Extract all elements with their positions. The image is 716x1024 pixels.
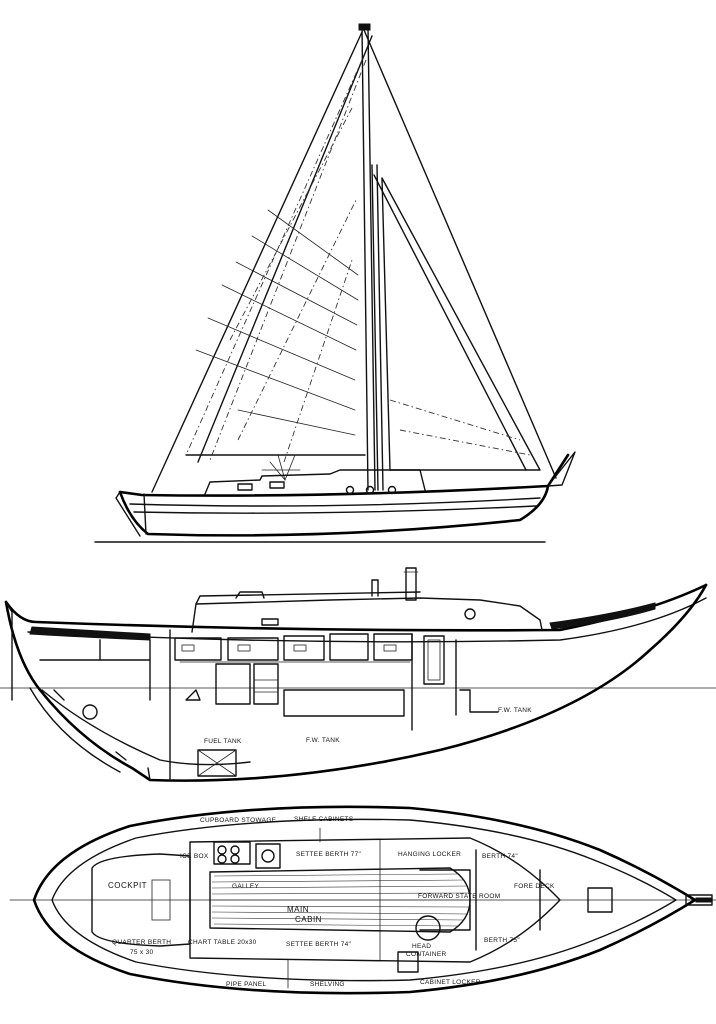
- running-backstay: [197, 35, 373, 463]
- rub-strake-aft: [29, 626, 151, 641]
- mainmast: [358, 23, 376, 491]
- pipe-panel-label: PIPE PANEL: [226, 981, 267, 988]
- aft-cockpit: [39, 639, 151, 701]
- shelf-cabinets-label: SHELF CABINETS: [294, 816, 354, 823]
- hanging-locker-label: HANGING LOCKER: [398, 851, 461, 858]
- berth-bottom-fwd-label: BERTH 75": [484, 937, 520, 944]
- sail-plan: [94, 23, 576, 543]
- chart-table-label: CHART TABLE 20x30: [188, 939, 257, 946]
- sail-plan-hull: [115, 451, 576, 537]
- fuel-tank-label: FUEL TANK: [204, 738, 242, 745]
- sheer-line: [4, 583, 708, 632]
- quarter-berth-label: QUARTER BERTH: [112, 939, 171, 946]
- fw-tank-fwd-label: F.W. TANK: [498, 707, 532, 714]
- cabinet-locker-label: CABINET LOCKER: [420, 979, 481, 986]
- cockpit-label: COCKPIT: [108, 881, 147, 890]
- cabin-house: [191, 597, 543, 633]
- interior-cabinetry: [169, 629, 499, 781]
- fw-tank-label: F.W. TANK: [306, 737, 340, 744]
- head-label-2: CONTAINER: [406, 951, 447, 958]
- jib-sail: [381, 177, 541, 471]
- accommodation-plan: CUPBOARD STOWAGE SHELF CABINETS ICE BOX …: [9, 805, 716, 995]
- cupboard-stowage-label: CUPBOARD STOWAGE: [200, 817, 277, 824]
- fore-deck-label: FORE DECK: [514, 883, 555, 890]
- profile-hull-bottom: [4, 583, 708, 782]
- propeller: [82, 704, 98, 720]
- head-label: HEAD: [412, 943, 431, 950]
- main-cabin-label-2: CABIN: [295, 915, 322, 924]
- forward-stateroom-label: FORWARD STATE ROOM: [418, 893, 500, 900]
- berth-top-fwd-label: BERTH 74": [482, 853, 518, 860]
- deck-outline: [32, 805, 697, 995]
- ice-box-label: ICE BOX: [180, 853, 209, 860]
- main-cabin-label: MAIN: [287, 905, 309, 914]
- cabin-outline: [189, 837, 561, 963]
- backstay: [151, 31, 363, 493]
- head-toilet: [415, 915, 441, 941]
- rub-strake-fwd: [549, 602, 656, 630]
- cabin-sole: [209, 867, 471, 933]
- mizzen-mast: [371, 164, 384, 491]
- quarter-berth-size-label: 75 x 30: [130, 949, 154, 956]
- inner-forestay: [373, 174, 527, 471]
- galley-label: GALLEY: [232, 883, 259, 890]
- head-sink: [397, 951, 419, 973]
- shelving-label: SHELVING: [310, 981, 345, 988]
- galley-stove: [213, 841, 281, 869]
- settee-berth-top-label: SETTEE BERTH 77": [296, 851, 362, 858]
- jib-sheet-lines: [389, 399, 531, 456]
- mainsail: [185, 59, 367, 463]
- forestay: [363, 29, 557, 479]
- interior-profile: FUEL TANK F.W. TANK F.W. TANK: [0, 567, 716, 782]
- plan-bowsprit: [587, 887, 713, 913]
- settee-berth-bottom-label: SETTEE BERTH 74": [286, 941, 352, 948]
